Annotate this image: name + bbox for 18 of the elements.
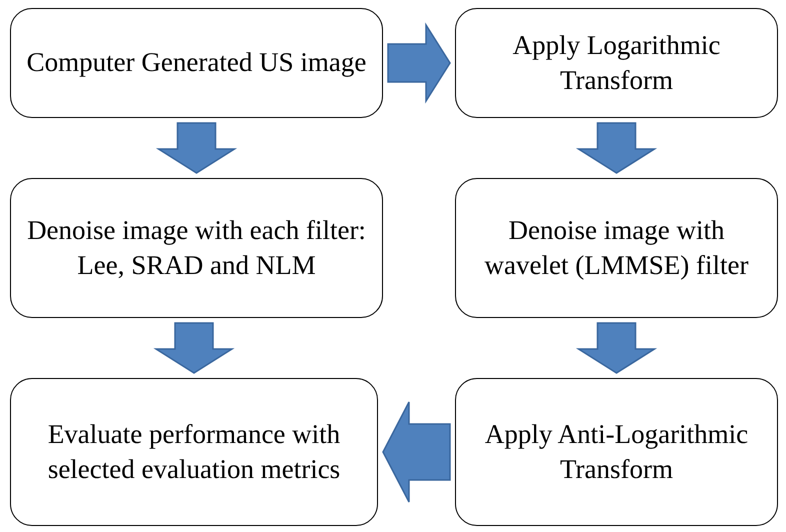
process-box	[10, 8, 383, 118]
block-arrow	[153, 322, 235, 374]
process-box	[10, 378, 378, 526]
box-text: Computer Generated US image	[26, 46, 366, 80]
process-box	[10, 178, 383, 318]
block-arrow	[387, 22, 451, 104]
block-arrow	[156, 122, 238, 174]
process-box	[455, 8, 778, 118]
box-text: Apply Logarithmic Transform	[512, 28, 722, 97]
block-arrow	[576, 122, 658, 174]
box-text: Denoise image with each filter: Lee, SRAD and NLM	[26, 214, 367, 282]
block-arrow	[576, 322, 658, 374]
block-arrow	[382, 401, 451, 503]
box-text: Denoise image with wavelet (LMMSE) filter	[484, 214, 750, 282]
box-text: Evaluate performance with selected evaluation metrics	[46, 418, 342, 486]
process-box	[455, 178, 778, 318]
process-box	[455, 378, 778, 526]
box-text: Apply Anti-Logarithmic Transform	[484, 418, 750, 486]
